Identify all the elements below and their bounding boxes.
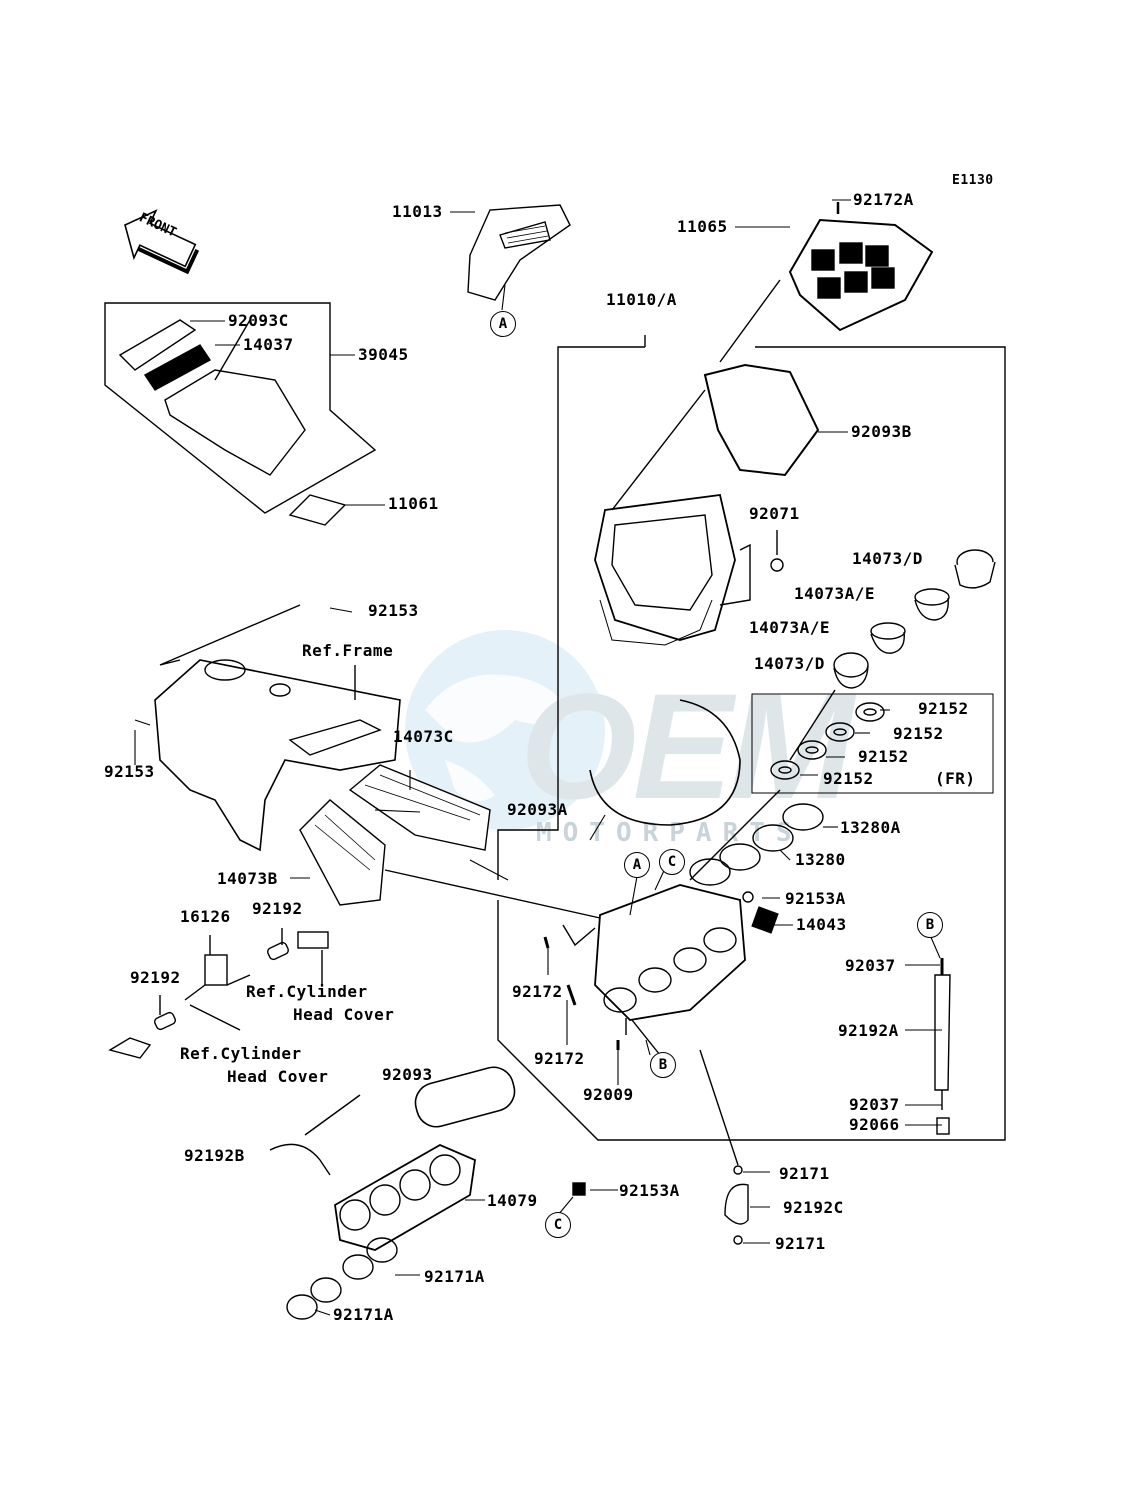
funnel-14073D-2	[833, 652, 869, 678]
ref-marker-a: A	[490, 311, 516, 337]
fr-note: (FR)	[935, 769, 976, 788]
part-label[interactable]: 92192	[130, 968, 181, 987]
diagram-code: E1130	[952, 173, 994, 188]
front-arrow-icon	[124, 209, 200, 275]
part-label[interactable]: 92152	[858, 747, 909, 766]
funnel-14073AE-1	[914, 588, 950, 606]
ref-marker-b: B	[650, 1052, 676, 1078]
fr-group-bracket	[751, 693, 994, 794]
part-label[interactable]: 92152	[823, 769, 874, 788]
watermark-text: MOTORPARTS	[536, 818, 803, 848]
part-label[interactable]: 11013	[392, 202, 443, 221]
part-label[interactable]: 92153	[104, 762, 155, 781]
valve-16126	[184, 935, 251, 1001]
part-label[interactable]: 92037	[845, 956, 896, 975]
part-label[interactable]: 92009	[583, 1085, 634, 1104]
watermark-logo: OEM	[520, 662, 854, 830]
part-label[interactable]: 14073A/E	[749, 618, 831, 637]
part-label[interactable]: 16126	[180, 907, 231, 926]
ref-marker-a: A	[624, 852, 650, 878]
part-label[interactable]: 92037	[849, 1095, 900, 1114]
duct-39045-parts	[118, 319, 347, 526]
part-label: Ref.Cylinder	[246, 982, 368, 1001]
part-label[interactable]: 14073A/E	[794, 584, 876, 603]
part-label[interactable]: 14073B	[217, 869, 278, 888]
airbox-lower-case	[594, 884, 746, 1021]
part-label[interactable]: 14079	[487, 1191, 538, 1210]
part-label[interactable]: 92172	[534, 1049, 585, 1068]
seals-92152	[770, 702, 885, 780]
part-label: Ref.Cylinder	[180, 1044, 302, 1063]
part-label[interactable]: 92192A	[838, 1021, 899, 1040]
part-label: Head Cover	[227, 1067, 329, 1086]
part-label[interactable]: 92171	[775, 1234, 826, 1253]
part-label[interactable]: 92093C	[228, 311, 289, 330]
airbox-assembly-frame	[497, 335, 1006, 1141]
part-label[interactable]: 92192C	[783, 1198, 844, 1217]
gasket-92093	[414, 1066, 516, 1128]
part-label[interactable]: 92093A	[507, 800, 568, 819]
part-label[interactable]: 92171A	[333, 1305, 394, 1324]
gasket-92093A	[589, 699, 741, 826]
watermark-globe	[405, 630, 605, 830]
part-label[interactable]: 92093B	[851, 422, 912, 441]
part-label[interactable]: 14073C	[393, 727, 454, 746]
part-label[interactable]: 92153	[368, 601, 419, 620]
gasket-92093B	[703, 363, 820, 477]
part-label[interactable]: 14073/D	[852, 549, 923, 568]
part-label[interactable]: 14073/D	[754, 654, 825, 673]
frame-reference-part	[154, 659, 401, 852]
part-label: Ref.Frame	[302, 641, 394, 660]
part-label[interactable]: 11061	[388, 494, 439, 513]
duct-14073B	[299, 799, 386, 906]
ref-marker-b: B	[917, 912, 943, 938]
part-14043-block	[751, 906, 779, 934]
part-label[interactable]: 92172A	[853, 190, 914, 209]
orings-13280	[689, 803, 824, 886]
part-label[interactable]: 13280A	[840, 818, 901, 837]
part-label[interactable]: 14037	[243, 335, 294, 354]
part-label[interactable]: 13280	[795, 850, 846, 869]
airbox-upper-housing	[594, 494, 736, 646]
ref-marker-c: C	[545, 1212, 571, 1238]
nut-92071	[770, 558, 784, 572]
part-label[interactable]: 14043	[796, 915, 847, 934]
hose-92192A	[934, 974, 951, 1091]
part-11013-cover	[467, 204, 571, 301]
part-label[interactable]: 39045	[358, 345, 409, 364]
funnel-14073AE-2	[870, 622, 906, 640]
part-label[interactable]: 92192	[252, 899, 303, 918]
part-label[interactable]: 92093	[382, 1065, 433, 1084]
part-label[interactable]: 92153A	[785, 889, 846, 908]
part-label[interactable]: 92152	[893, 724, 944, 743]
part-label[interactable]: 92066	[849, 1115, 900, 1134]
part-label[interactable]: 11065	[677, 217, 728, 236]
hose-92192C	[724, 1183, 749, 1225]
part-label[interactable]: 92152	[918, 699, 969, 718]
holder-14079	[334, 1143, 476, 1251]
part-label: Head Cover	[293, 1005, 395, 1024]
part-11065-filter-frame	[788, 202, 934, 332]
part-label[interactable]: 92172	[512, 982, 563, 1001]
duct-14073C	[348, 764, 491, 851]
ref-marker-c: C	[659, 849, 685, 875]
duct-assembly-frame	[104, 302, 377, 514]
part-label[interactable]: 92171A	[424, 1267, 485, 1286]
part-label[interactable]: 92192B	[184, 1146, 245, 1165]
part-label[interactable]: 92153A	[619, 1181, 680, 1200]
part-label[interactable]: 92171	[779, 1164, 830, 1183]
part-label[interactable]: 11010/A	[606, 290, 677, 309]
part-label[interactable]: 92071	[749, 504, 800, 523]
